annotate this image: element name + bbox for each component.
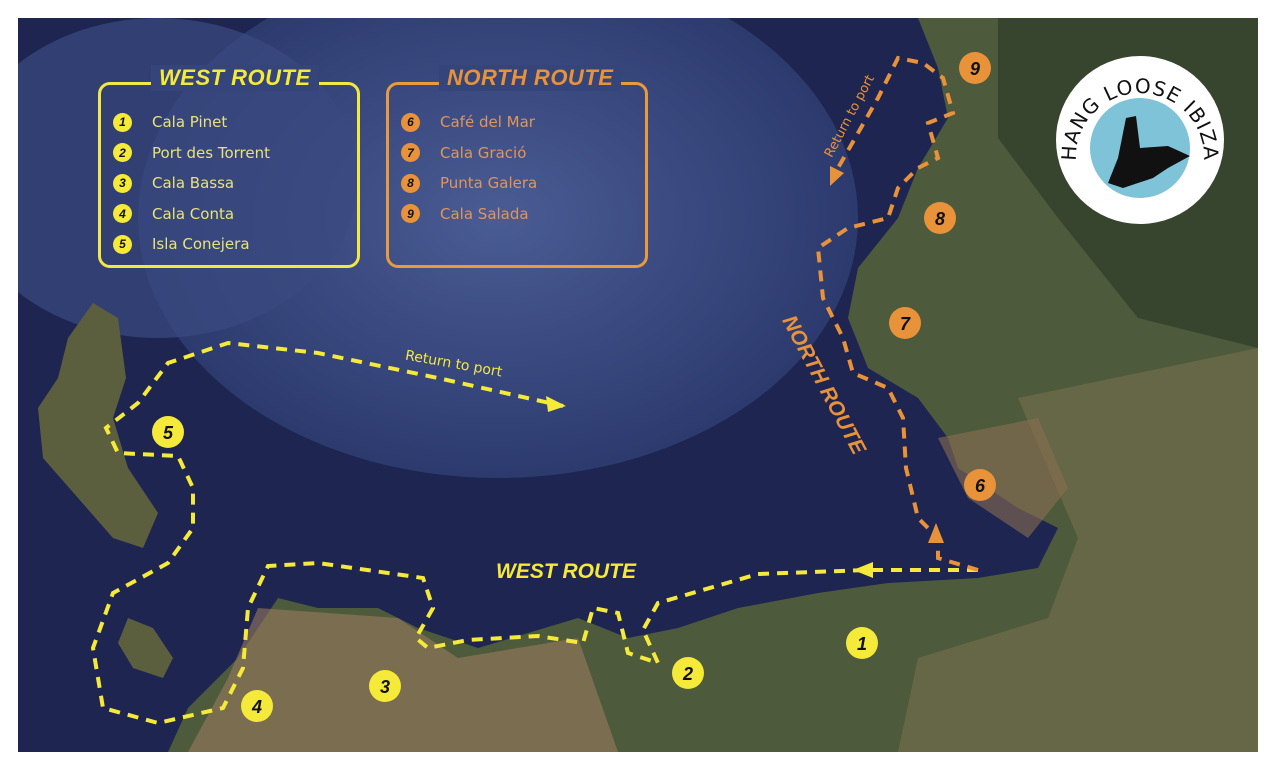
stop-name: Isla Conejera xyxy=(152,235,250,254)
stop-number: 4 xyxy=(113,204,132,224)
stop-number: 9 xyxy=(401,204,420,224)
legend-item: 2 Port des Torrent xyxy=(113,138,357,169)
stop-name: Cala Gració xyxy=(440,143,527,162)
stop-number: 2 xyxy=(113,143,132,163)
shaka-hand-icon xyxy=(1108,116,1190,188)
legend-item: 5 Isla Conejera xyxy=(113,229,357,260)
stop-number: 7 xyxy=(401,143,420,163)
marker-1[interactable]: 1 xyxy=(846,627,878,659)
legend-item: 7 Cala Gració xyxy=(401,138,645,169)
west-return-arrowhead xyxy=(546,396,566,412)
north-return-arrowhead xyxy=(830,166,844,186)
marker-5[interactable]: 5 xyxy=(152,416,184,448)
north-route-path xyxy=(815,55,979,572)
island-conejera xyxy=(38,303,158,548)
marker-3[interactable]: 3 xyxy=(369,670,401,702)
map-canvas: Return to port WEST ROUTE NORTH ROUTE Re… xyxy=(0,0,1258,752)
marker-6[interactable]: 6 xyxy=(964,469,996,501)
west-route-title: WEST ROUTE xyxy=(151,65,319,91)
legend-item: 6 Café del Mar xyxy=(401,107,645,138)
stop-name: Cala Salada xyxy=(440,204,529,223)
west-route-arrowhead xyxy=(853,562,873,578)
legend-item: 3 Cala Bassa xyxy=(113,168,357,199)
stop-name: Cala Bassa xyxy=(152,174,235,193)
marker-4[interactable]: 4 xyxy=(241,690,273,722)
svg-text:2: 2 xyxy=(682,664,693,684)
stop-name: Café del Mar xyxy=(440,113,535,132)
marker-8[interactable]: 8 xyxy=(924,202,956,234)
legend-item: 8 Punta Galera xyxy=(401,168,645,199)
stop-number: 8 xyxy=(401,173,420,193)
west-route-legend: WEST ROUTE 1 Cala Pinet 2 Port des Torrent… xyxy=(98,65,360,268)
svg-text:8: 8 xyxy=(935,209,945,229)
stop-number: 6 xyxy=(401,112,420,132)
legend-item: 1 Cala Pinet xyxy=(113,107,357,138)
route-map: Return to port WEST ROUTE NORTH ROUTE Re… xyxy=(0,0,1258,752)
stop-number: 5 xyxy=(113,234,132,254)
north-route-arrowhead xyxy=(928,523,944,543)
svg-text:3: 3 xyxy=(380,677,390,697)
svg-text:5: 5 xyxy=(163,423,174,443)
stop-number: 1 xyxy=(113,112,132,132)
stop-number: 3 xyxy=(113,173,132,193)
marker-2[interactable]: 2 xyxy=(672,657,704,689)
marker-7[interactable]: 7 xyxy=(889,307,921,339)
stop-name: Punta Galera xyxy=(440,174,538,193)
land-mainland xyxy=(168,18,1258,752)
west-route-map-label: WEST ROUTE xyxy=(496,560,637,583)
svg-text:7: 7 xyxy=(900,314,911,334)
island-small xyxy=(118,618,173,678)
svg-text:1: 1 xyxy=(857,634,867,654)
svg-text:4: 4 xyxy=(251,697,262,717)
legend-item: 4 Cala Conta xyxy=(113,199,357,230)
svg-text:9: 9 xyxy=(970,59,980,79)
hang-loose-logo: HANG LOOSE IBIZA xyxy=(1056,56,1224,224)
marker-9[interactable]: 9 xyxy=(959,52,991,84)
svg-text:6: 6 xyxy=(975,476,986,496)
west-route-path xyxy=(90,340,978,726)
stop-name: Port des Torrent xyxy=(152,143,270,162)
stop-name: Cala Conta xyxy=(152,204,235,223)
stop-name: Cala Pinet xyxy=(152,113,228,132)
legend-item: 9 Cala Salada xyxy=(401,199,645,230)
north-route-legend: NORTH ROUTE 6 Café del Mar 7 Cala Gració 8… xyxy=(386,65,648,268)
north-route-title: NORTH ROUTE xyxy=(439,65,622,91)
